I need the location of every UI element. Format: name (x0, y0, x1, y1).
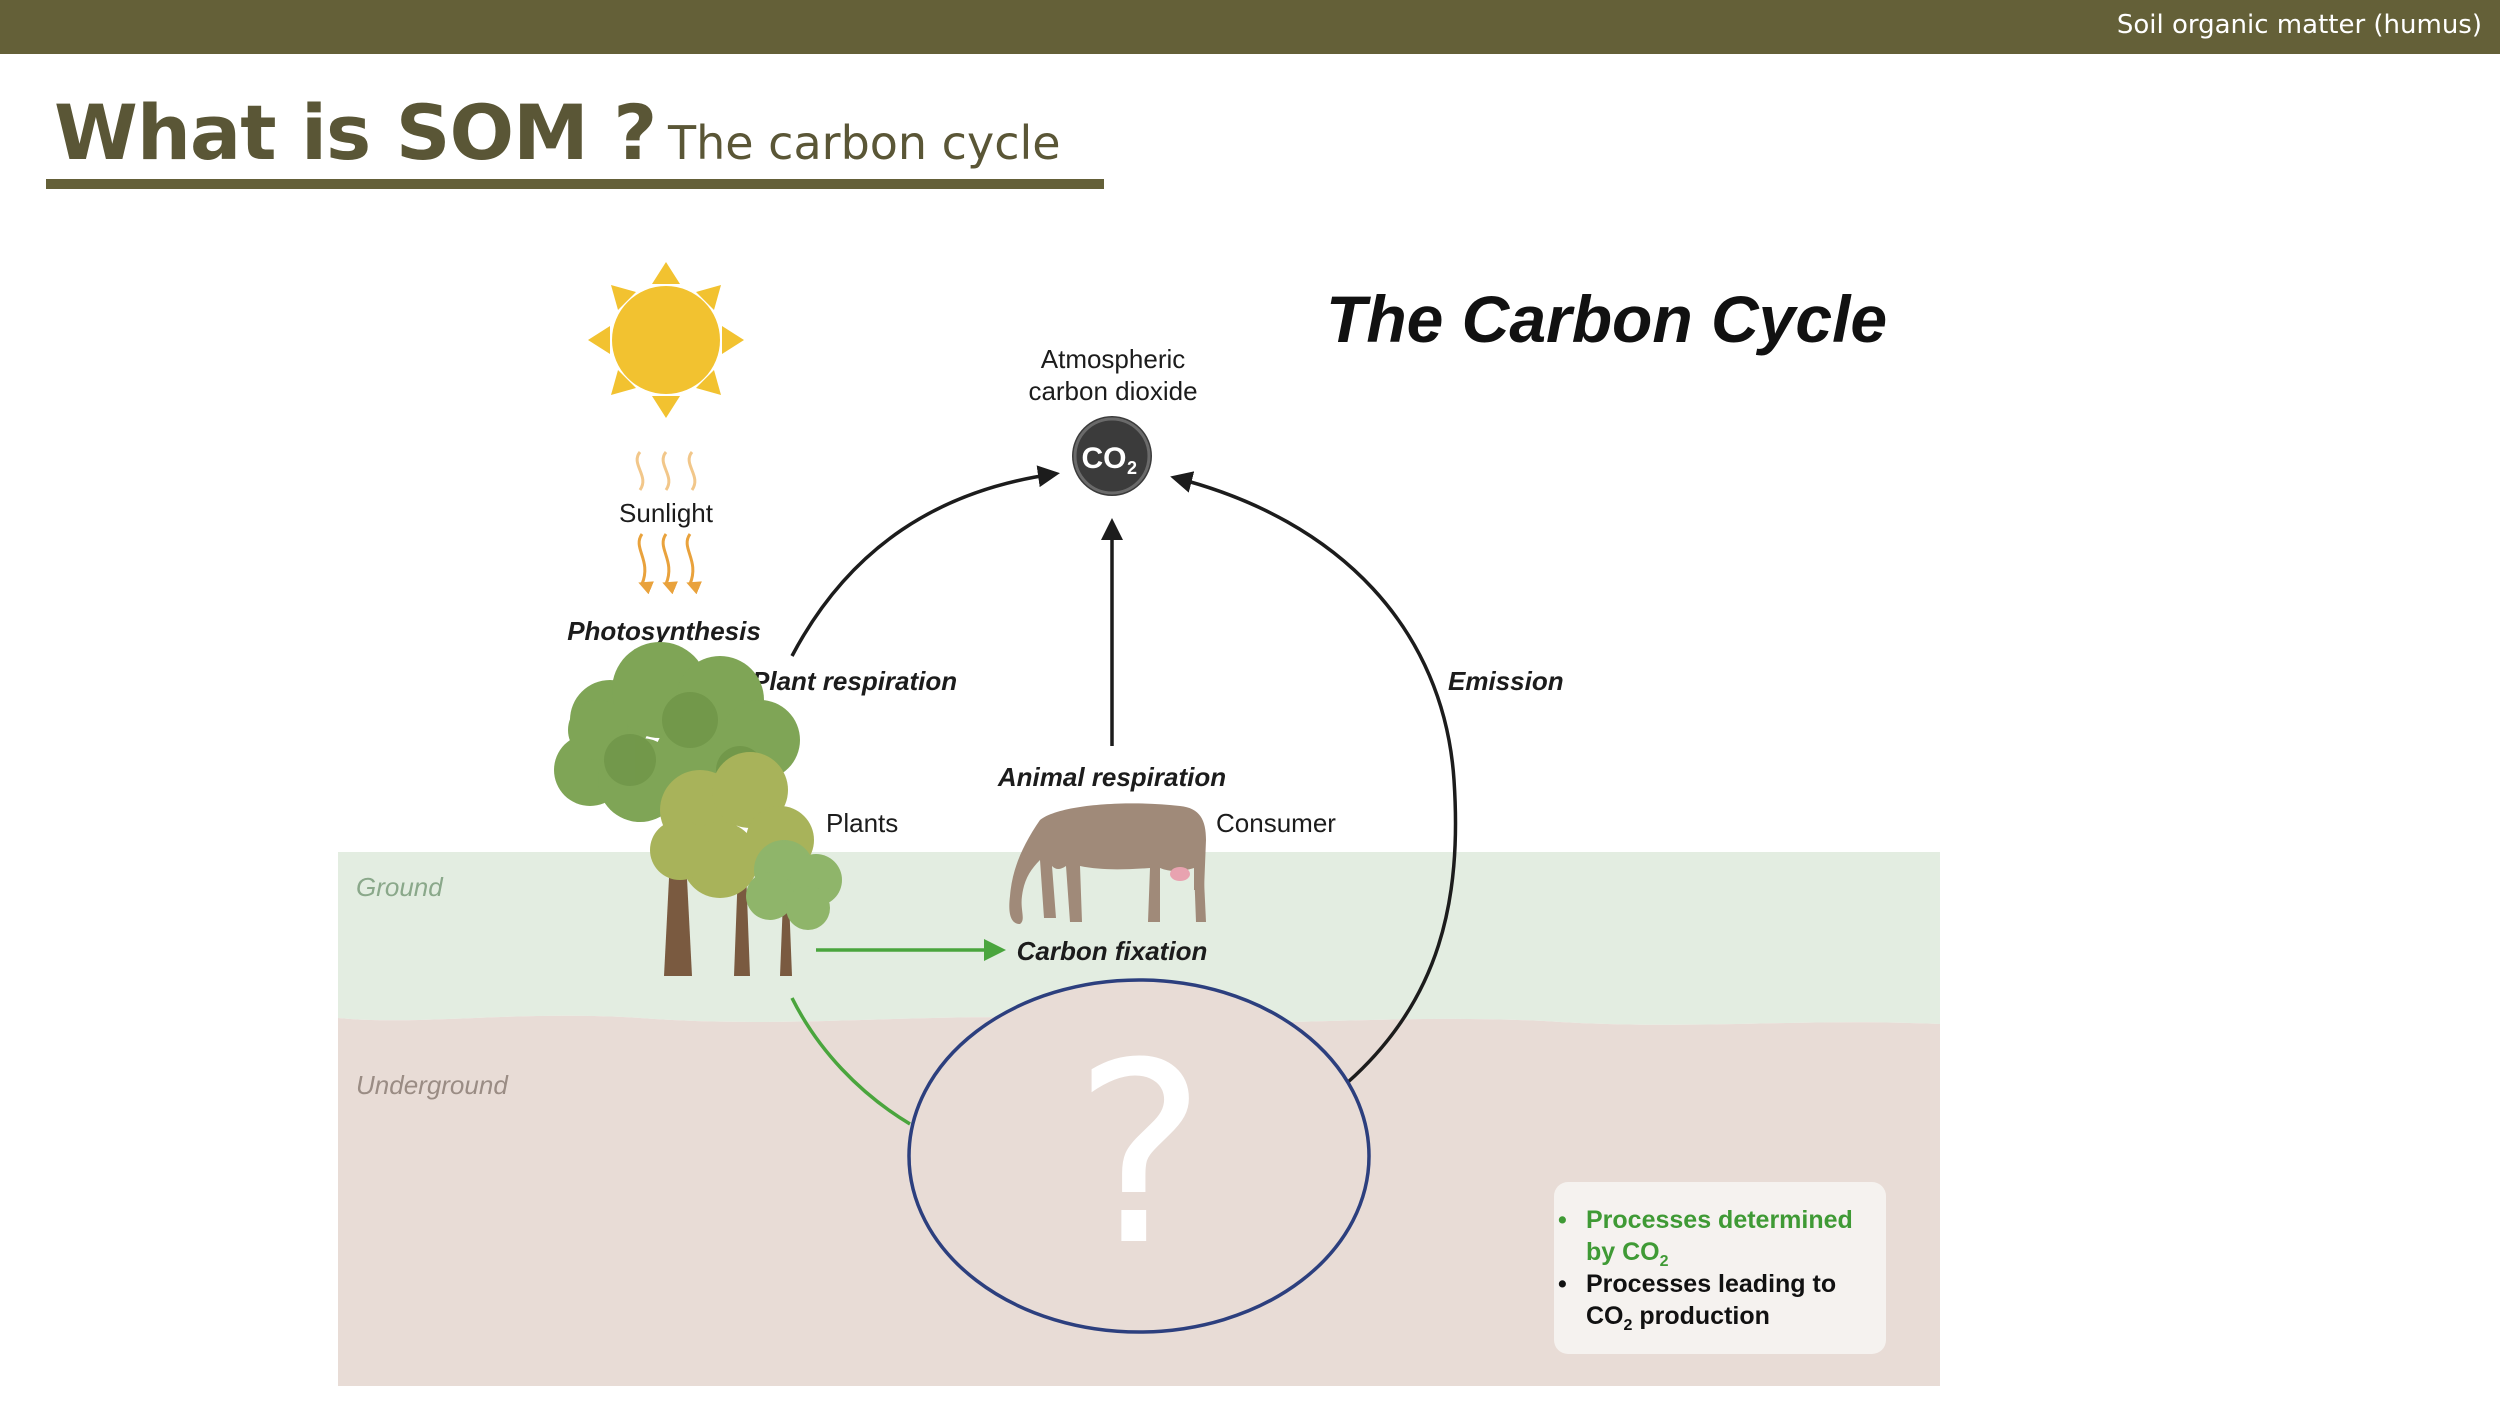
atmosphere-label-line1: Atmospheric (1041, 344, 1186, 374)
legend-item-green: • Processes determined by CO2 (1558, 1204, 1876, 1278)
sunlight-rays-icon (635, 451, 702, 595)
plant-respiration-label: Plant respiration (752, 666, 957, 696)
title-underline (46, 179, 1104, 189)
animal-respiration-label: Animal respiration (997, 762, 1226, 792)
top-bar: Soil organic matter (humus) (0, 0, 2500, 54)
consumer-label: Consumer (1216, 808, 1336, 838)
legend-item2-text-b: production (1632, 1302, 1770, 1330)
atmosphere-label-line2: carbon dioxide (1028, 376, 1197, 406)
underground-label: Underground (356, 1070, 509, 1100)
co2-badge-subscript: 2 (1127, 458, 1137, 478)
co2-molecule-icon: CO 2 (1072, 416, 1152, 496)
legend-box: • Processes determined by CO2 • Processe… (1554, 1182, 1886, 1354)
legend-item1-text: Processes determined by CO (1586, 1206, 1853, 1266)
sunlight-label: Sunlight (619, 498, 714, 528)
sun-icon (588, 262, 744, 418)
carbon-fixation-label: Carbon fixation (1017, 936, 1208, 966)
emission-label: Emission (1448, 666, 1564, 696)
ground-label: Ground (356, 872, 444, 902)
plant-respiration-arrow (790, 465, 1060, 657)
legend-item-black: • Processes leading to CO2 production (1558, 1268, 1876, 1342)
emission-arrow (1170, 471, 1458, 1084)
legend-item2-text-a: Processes leading to CO (1586, 1270, 1837, 1330)
legend-bullet-icon: • (1558, 1270, 1567, 1298)
unknown-process-ellipse (907, 978, 1371, 1334)
legend-bullet-icon: • (1558, 1206, 1567, 1234)
section-title: Soil organic matter (humus) (2116, 10, 2482, 40)
root-carbon-arrow (790, 997, 911, 1126)
diagram-heading: The Carbon Cycle (1326, 282, 1887, 356)
plants-label: Plants (826, 808, 898, 838)
legend-item1-subscript: 2 (1659, 1253, 1669, 1270)
trees-icon (554, 642, 842, 976)
photosynthesis-label: Photosynthesis (567, 616, 761, 646)
slide-subtitle: The carbon cycle (668, 116, 1061, 170)
co2-badge-text: CO (1082, 442, 1127, 475)
slide-title: What is SOM ? (54, 88, 657, 177)
legend-item2-subscript: 2 (1623, 1317, 1633, 1334)
question-mark: ? (1073, 1009, 1207, 1300)
cow-icon (1009, 803, 1206, 924)
